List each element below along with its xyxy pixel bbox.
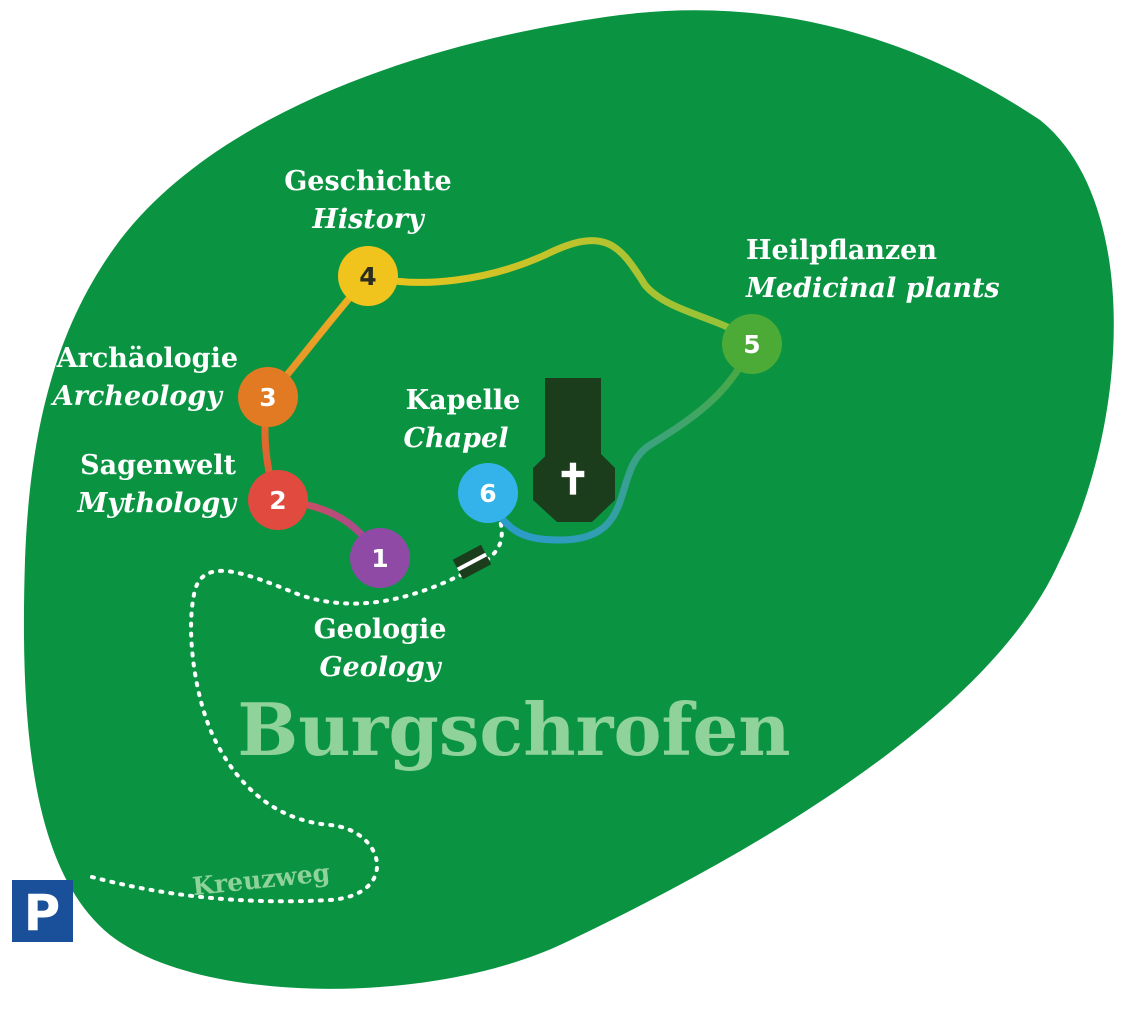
station-6-label-en: Chapel — [404, 423, 509, 454]
kreuzweg-path[interactable] — [90, 518, 504, 904]
gate-icon — [452, 544, 492, 580]
station-2-label-en: Mythology — [76, 488, 238, 519]
station-3-number: 3 — [259, 383, 276, 412]
station-3-marker[interactable]: 3 — [238, 367, 298, 427]
station-5-label-de: Heilpflanzen — [746, 235, 937, 266]
station-4-label-de: Geschichte — [284, 166, 451, 197]
station-1-number: 1 — [371, 544, 388, 573]
station-1-marker[interactable]: 1 — [350, 528, 410, 588]
station-2-label-de: Sagenwelt — [80, 450, 236, 481]
chapel-cross-icon: ✝ — [555, 455, 590, 504]
station-5-marker[interactable]: 5 — [722, 314, 782, 374]
station-4-marker[interactable]: 4 — [338, 246, 398, 306]
trail-segment-4-5[interactable] — [364, 237, 756, 348]
parking-letter: P — [24, 884, 61, 942]
station-5-label-en: Medicinal plants — [745, 273, 1000, 304]
station-4-number: 4 — [359, 262, 376, 291]
station-6-number: 6 — [479, 479, 496, 508]
station-2-marker[interactable]: 2 — [248, 470, 308, 530]
station-2-number: 2 — [269, 486, 286, 515]
station-6-label-de: Kapelle — [406, 385, 521, 416]
parking-icon[interactable]: P — [12, 880, 73, 942]
station-3-label-de: Archäologie — [56, 343, 238, 374]
station-3-label-en: Archeology — [50, 381, 225, 412]
area-title: Burgschrofen — [237, 687, 790, 772]
station-4-label-en: History — [311, 204, 426, 235]
trail-segment-5-6[interactable] — [484, 340, 756, 544]
station-1-label-en: Geology — [319, 652, 442, 683]
station-1-label-de: Geologie — [314, 614, 447, 645]
chapel-building[interactable]: ✝ — [533, 378, 615, 522]
station-5-number: 5 — [743, 330, 760, 359]
station-6-marker[interactable]: 6 — [458, 463, 518, 523]
